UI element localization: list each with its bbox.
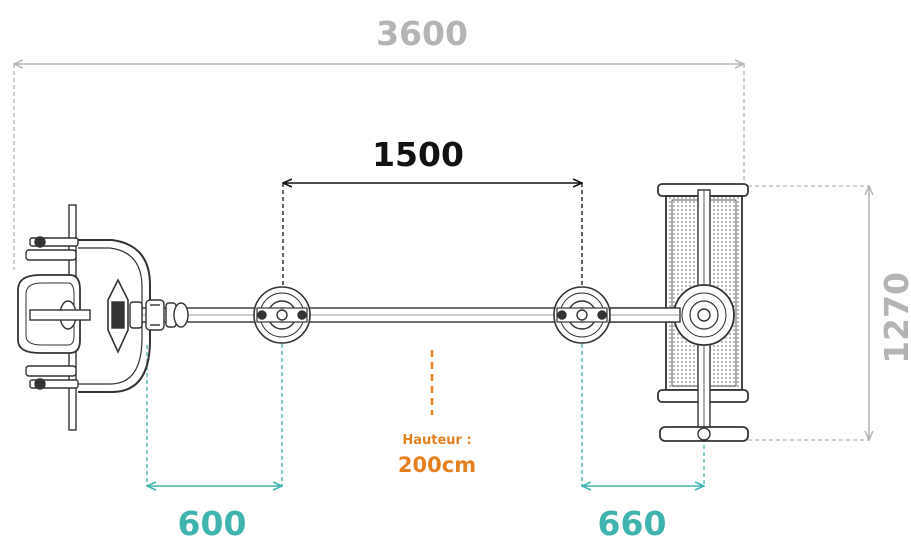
height-note-value: 200cm: [398, 453, 476, 477]
side-height-label: 1270: [877, 272, 911, 364]
right-offset-label: 660: [598, 504, 667, 538]
dimension-total-length: 3600: [14, 14, 744, 270]
left-offset-label: 600: [178, 504, 247, 538]
left-station: [17, 204, 189, 431]
dimension-center-span: 1500: [283, 135, 582, 292]
total-length-label: 3600: [376, 14, 468, 53]
center-span-label: 1500: [372, 135, 464, 174]
height-note-label: Hauteur :: [402, 433, 471, 448]
right-station: [609, 183, 749, 442]
height-note: Hauteur : 200cm: [398, 350, 476, 477]
right-post: [553, 286, 611, 344]
dimension-right-offset: 660: [582, 330, 704, 538]
left-post: [253, 286, 311, 344]
equipment-top-view: [17, 183, 749, 442]
dimension-side-height: 1270: [748, 186, 911, 440]
dimension-left-offset: 600: [147, 330, 282, 538]
